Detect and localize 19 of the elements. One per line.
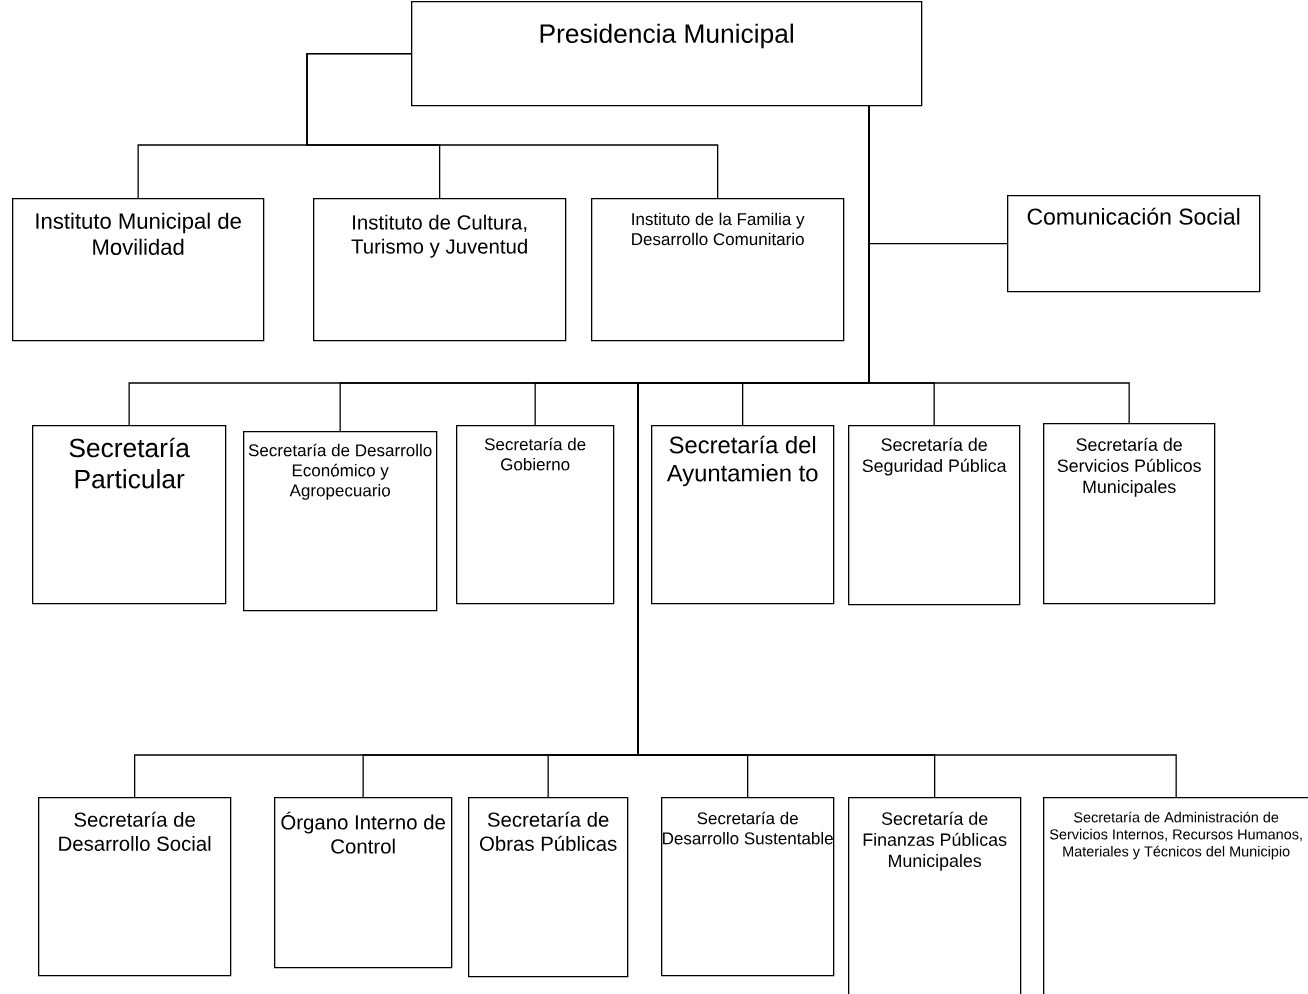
org-box: Secretaría de Desarrollo Social	[38, 797, 232, 977]
org-box: Secretaría del Ayuntamien to	[651, 425, 835, 605]
org-box: Secretaría de Gobierno	[456, 425, 615, 605]
org-box: Presidencia Municipal	[411, 1, 923, 107]
org-box: Secretaría de Desarrollo Económico y Agropecuario	[243, 431, 438, 612]
org-box: Instituto Municipal de Movilidad	[12, 198, 265, 342]
org-box: Secretaría Particular	[32, 425, 227, 605]
org-box: Secretaría de Desarrollo Sustentable	[661, 797, 835, 977]
org-box: Secretaría de Administración de Servicios Internos, Recursos Humanos, Materiales y Técnicos del Municipio	[1043, 797, 1308, 994]
connector-line	[306, 53, 719, 199]
org-box: Instituto de Cultura, Turismo y Juventud	[313, 198, 567, 342]
org-box: Secretaría de Servicios Públicos Municipales	[1043, 423, 1216, 605]
org-box: Secretaría de Obras Públicas	[468, 797, 629, 978]
org-box: Secretaría de Seguridad Pública	[848, 425, 1021, 606]
org-box: Órgano Interno de Control	[274, 797, 453, 969]
org-box: Instituto de la Familia y Desarrollo Comunitario	[591, 198, 845, 342]
connector-line	[637, 105, 1177, 798]
org-box: Comunicación Social	[1007, 195, 1261, 293]
org-box: Secretaría de Finanzas Públicas Municipales	[848, 797, 1022, 994]
